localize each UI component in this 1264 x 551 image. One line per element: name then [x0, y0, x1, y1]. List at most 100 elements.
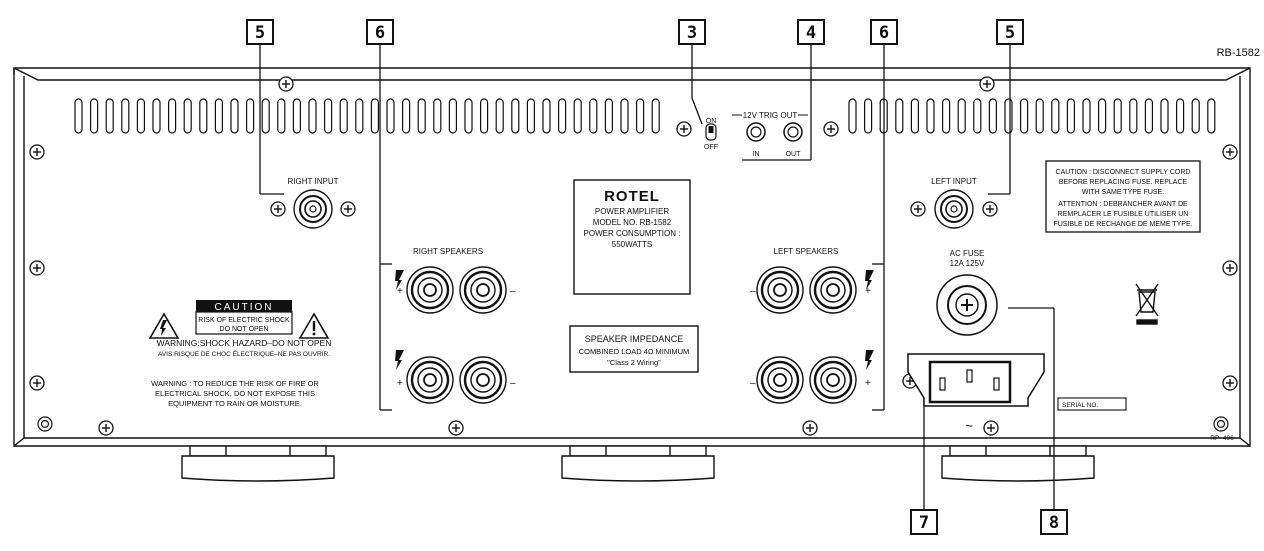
vent-slot [168, 98, 177, 134]
speaker-binding-post[interactable] [406, 266, 454, 314]
switch-on-label: ON [706, 118, 717, 125]
speaker-binding-post[interactable] [459, 356, 507, 404]
screw-icon [1222, 144, 1238, 160]
french-warning: AVIS:RISQUE DE CHOC ÉLECTRIQUE–NE PAS OU… [158, 349, 330, 358]
screw-icon [676, 121, 692, 137]
ac-power-inlet[interactable]: ~ [907, 353, 1045, 433]
model-number: MODEL NO. RB-1582 [593, 218, 672, 227]
polarity-labels: + – + – – + – + [397, 286, 871, 389]
trigger-in-jack[interactable]: IN [746, 122, 766, 158]
callout-box-3: 3 [678, 19, 706, 45]
vent-slot [895, 98, 904, 134]
speaker-binding-post[interactable] [809, 266, 857, 314]
speaker-binding-post[interactable] [459, 266, 507, 314]
callout-box-6-right: 6 [870, 19, 898, 45]
serial-label: SERIAL NO. [1062, 402, 1098, 409]
vent-slot [589, 98, 598, 134]
screw-icon [270, 201, 286, 217]
ground-post-left [37, 416, 53, 432]
left-input[interactable]: LEFT INPUT [931, 177, 977, 229]
vent-slot [863, 98, 873, 134]
wiring-class: "Class 2 Wiring" [607, 358, 661, 367]
vent-slot [370, 98, 379, 134]
shock-hazard-warning: WARNING:SHOCK HAZARD–DO NOT OPEN [157, 338, 332, 348]
warning-line: EQUIPMENT TO RAIN OR MOISTURE. [168, 399, 302, 408]
callouts [259, 44, 1055, 510]
vent-slot [1144, 98, 1154, 134]
vent-slot [1066, 98, 1076, 134]
brand-logo: ROTEL [604, 188, 660, 205]
minus-label: – [750, 286, 756, 297]
callout-box-7: 7 [910, 509, 938, 535]
screw-icon [1222, 375, 1238, 391]
bolt-icon [395, 270, 404, 290]
right-speakers-label: RIGHT SPEAKERS [413, 247, 483, 256]
vent-slot [417, 98, 426, 134]
vent-slot [651, 98, 660, 134]
speaker-terminals [406, 266, 857, 404]
fuse-caution-line: BEFORE REPLACING FUSE. REPLACE [1059, 179, 1188, 186]
right-input[interactable]: RIGHT INPUT [288, 177, 339, 229]
screw-icon [448, 420, 464, 436]
plus-label: + [865, 286, 871, 297]
vent-slot [511, 98, 520, 134]
vent-slots-right [848, 98, 1216, 134]
ac-symbol: ~ [965, 418, 973, 433]
vent-slot [941, 98, 951, 134]
callout-box-4: 4 [797, 19, 825, 45]
bolt-icon [865, 350, 874, 370]
plus-label: + [865, 378, 871, 389]
vent-slot [261, 98, 270, 134]
vent-slots-left [74, 98, 660, 134]
vent-slot [1097, 98, 1107, 134]
callout-number: 4 [806, 23, 816, 43]
speaker-binding-post[interactable] [809, 356, 857, 404]
foot-left [181, 445, 335, 482]
vent-slot [1191, 98, 1200, 134]
trigger-out-label: OUT [786, 151, 802, 158]
speaker-impedance-panel: SPEAKER IMPEDANCE COMBINED LOAD 4Ω MINIM… [569, 325, 699, 373]
callout-number: 6 [879, 23, 889, 43]
vent-slot [1129, 98, 1138, 134]
plus-label: + [397, 378, 403, 389]
caution-header: CAUTION [215, 302, 274, 313]
trigger-section: 12V TRIG OUT ON OFF IN OUT [704, 111, 808, 158]
trigger-out-jack[interactable]: OUT [783, 122, 803, 158]
speaker-binding-post[interactable] [756, 356, 804, 404]
speaker-binding-post[interactable] [406, 356, 454, 404]
screw-icon [29, 144, 45, 160]
vent-slot [620, 98, 629, 134]
fuse-rating: 12A 125V [950, 259, 985, 268]
vent-slot [848, 98, 857, 134]
fuse-caution-label: CAUTION : DISCONNECT SUPPLY CORD BEFORE … [1045, 160, 1201, 233]
trigger-switch[interactable]: ON OFF [704, 118, 718, 151]
speaker-binding-post[interactable] [756, 266, 804, 314]
vent-slot [557, 98, 567, 134]
screw-icon [340, 201, 356, 217]
chassis [13, 67, 1251, 447]
vent-slot [1082, 98, 1091, 134]
warning-line: WARNING : TO REDUCE THE RISK OF FIRE OR [151, 379, 319, 388]
minus-label: – [510, 378, 516, 389]
ac-fuse-holder[interactable]: AC FUSE 12A 125V [936, 249, 998, 336]
vent-slot [355, 98, 364, 134]
vent-slot [277, 98, 286, 134]
vent-slot [480, 98, 489, 134]
callout-number: 6 [375, 23, 385, 43]
vent-slot [386, 98, 395, 134]
fuse-caution-line: FUSIBLE DE RECHANGE DE MEME TYPE. [1053, 221, 1192, 228]
shock-risk-text: RISK OF ELECTRIC SHOCK [198, 317, 290, 324]
vent-slot [1051, 98, 1060, 134]
vent-slot [526, 98, 536, 134]
vent-slot [152, 98, 161, 134]
vent-slot [324, 98, 333, 134]
weee-disposal-icon [1135, 283, 1159, 325]
screw-icon [278, 76, 294, 92]
vent-slot [1035, 98, 1044, 134]
ground-post-right [1213, 416, 1229, 432]
vent-slot [292, 98, 301, 134]
callout-number: 7 [919, 513, 929, 533]
vent-slot [1207, 98, 1216, 134]
part-code: RP–496 [1210, 435, 1234, 442]
